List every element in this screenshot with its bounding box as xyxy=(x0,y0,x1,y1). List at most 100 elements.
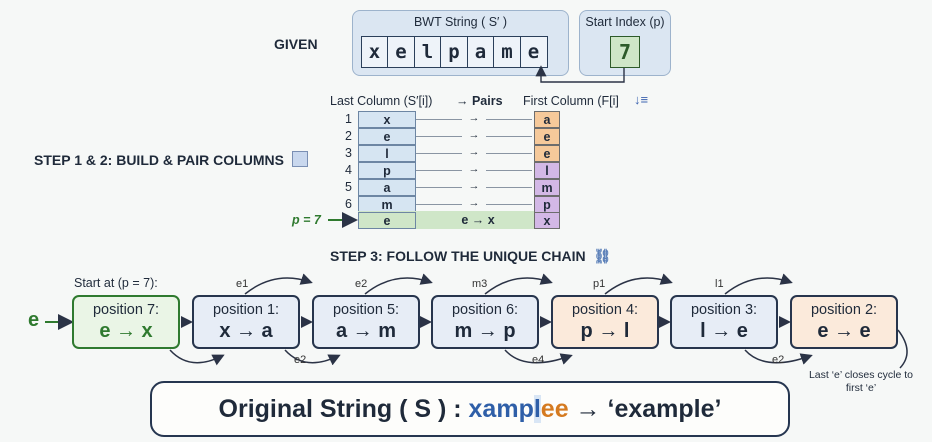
node-pair: e → x xyxy=(99,319,153,342)
node-pair: x → a xyxy=(219,319,273,342)
node-title: position 7: xyxy=(92,301,160,318)
node-title: position 3: xyxy=(690,301,758,318)
bottom-arc xyxy=(504,349,573,365)
start-index-title: Start Index (p) xyxy=(585,15,665,29)
original-prefix: Original String ( S ) : xyxy=(218,394,469,423)
bwt-title: BWT String ( S′ ) xyxy=(413,15,508,29)
cycle-arc xyxy=(897,329,908,369)
pair-arrow: → xyxy=(462,180,486,192)
original-mid: l xyxy=(533,394,541,423)
pair-arrow: → xyxy=(462,197,486,209)
node-title: position 5: xyxy=(332,301,400,318)
arc-label: e2 xyxy=(355,278,368,290)
arc-label: e2 xyxy=(294,354,307,366)
pair7-text: e → x xyxy=(461,213,495,227)
node-pair: e → e xyxy=(817,319,871,342)
first-cell: e xyxy=(534,128,560,145)
node-pair: p → l xyxy=(580,319,630,342)
original-string-box: Original String ( S ) : xamplee → ‘examp… xyxy=(150,381,790,437)
bwt-char: p xyxy=(440,36,468,68)
bottom-arc xyxy=(284,349,341,366)
pairs-header: → Pairs xyxy=(456,94,503,108)
chain-node-position-7: position 7: e → x xyxy=(72,295,180,349)
arc-label: p1 xyxy=(593,278,606,290)
pair-arrow: → xyxy=(462,146,486,158)
original-orange: ee xyxy=(540,394,569,423)
link-icon: ⛓ xyxy=(593,248,612,264)
last-cell: e xyxy=(358,128,416,145)
bottom-arc xyxy=(744,349,813,365)
arc-label: m3 xyxy=(472,278,488,290)
pair-arrow: → xyxy=(462,129,486,141)
row-number: 2 xyxy=(345,129,352,143)
bwt-char: m xyxy=(493,36,521,68)
start-index-box: Start Index (p) 7 xyxy=(579,10,671,76)
row-number: 3 xyxy=(345,146,352,160)
node-title: position 1: xyxy=(212,301,280,318)
node-title: position 6: xyxy=(451,301,519,318)
cycle-note: Last ‘e’ closes cycle to first ‘e’ xyxy=(808,369,914,394)
row-number: 4 xyxy=(345,163,352,177)
original-suffix: → ‘example’ xyxy=(568,394,722,423)
chain-node-position-2: position 2: e → e xyxy=(790,295,898,349)
last-cell: x xyxy=(358,111,416,128)
arc-label: e1 xyxy=(236,278,249,290)
original-blue: xamp xyxy=(468,394,534,423)
step12-label: STEP 1 & 2: BUILD & PAIR COLUMNS xyxy=(34,151,308,168)
step3-label: STEP 3: FOLLOW THE UNIQUE CHAIN ⛓ xyxy=(330,248,611,265)
p7-label: p = 7 xyxy=(292,213,321,227)
node-title: position 2: xyxy=(810,301,878,318)
top-arc xyxy=(604,273,673,295)
node-pair: a → m xyxy=(335,319,397,342)
first-cell: x xyxy=(534,212,560,229)
pair-arrow: → xyxy=(462,112,486,124)
chain-node-position-6: position 6: m → p xyxy=(431,295,539,349)
bwt-char: e xyxy=(519,36,548,68)
node-pair: m → p xyxy=(454,319,516,342)
last-cell: a xyxy=(358,179,416,196)
node-title: position 4: xyxy=(571,301,639,318)
first-column-header: First Column (F[i] xyxy=(523,94,619,108)
first-cell: l xyxy=(534,162,560,179)
top-arc xyxy=(244,273,313,295)
row-number: 5 xyxy=(345,180,352,194)
step3-text: STEP 3: FOLLOW THE UNIQUE CHAIN xyxy=(330,248,586,264)
last-cell: l xyxy=(358,145,416,162)
original-string: Original String ( S ) : xamplee → ‘examp… xyxy=(218,394,722,424)
arc-label: l1 xyxy=(715,278,724,290)
last-column-header: Last Column (S′[i]) xyxy=(330,94,433,108)
given-label: GIVEN xyxy=(274,36,318,52)
arc-label: e2 xyxy=(772,354,785,366)
chain-node-position-3: position 3: l → e xyxy=(670,295,778,349)
bwt-string-box: BWT String ( S′ ) x e l p a m e xyxy=(352,10,569,76)
sort-icon: ↓≡ xyxy=(634,92,649,107)
chain-node-position-4: position 4: p → l xyxy=(551,295,659,349)
entry-char: e xyxy=(28,309,40,331)
bwt-cells: x e l p a m e xyxy=(360,36,548,68)
first-cell: a xyxy=(534,111,560,128)
bottom-arc xyxy=(169,349,225,366)
top-arc xyxy=(724,273,793,295)
arc-label: e4 xyxy=(532,354,545,366)
start-label: Start at (p = 7): xyxy=(74,276,158,290)
last-cell: p xyxy=(358,162,416,179)
top-arc xyxy=(364,273,433,295)
first-cell: p xyxy=(534,196,560,213)
chain-node-position-5: position 5: a → m xyxy=(312,295,420,349)
first-cell: m xyxy=(534,179,560,196)
bwt-char: a xyxy=(466,36,495,68)
bwt-char: e xyxy=(387,36,415,68)
columns-icon xyxy=(291,151,308,167)
top-arc xyxy=(484,273,553,295)
index-connector-arrow xyxy=(535,65,625,83)
row-number: 6 xyxy=(345,197,352,211)
bwt-char: l xyxy=(413,36,442,68)
first-cell: e xyxy=(534,145,560,162)
row-number: 1 xyxy=(345,112,352,126)
node-pair: l → e xyxy=(700,319,748,342)
pair-arrow: → xyxy=(462,163,486,175)
step12-text: STEP 1 & 2: BUILD & PAIR COLUMNS xyxy=(34,152,284,168)
chain-node-position-1: position 1: x → a xyxy=(192,295,300,349)
start-index-value: 7 xyxy=(610,36,640,68)
